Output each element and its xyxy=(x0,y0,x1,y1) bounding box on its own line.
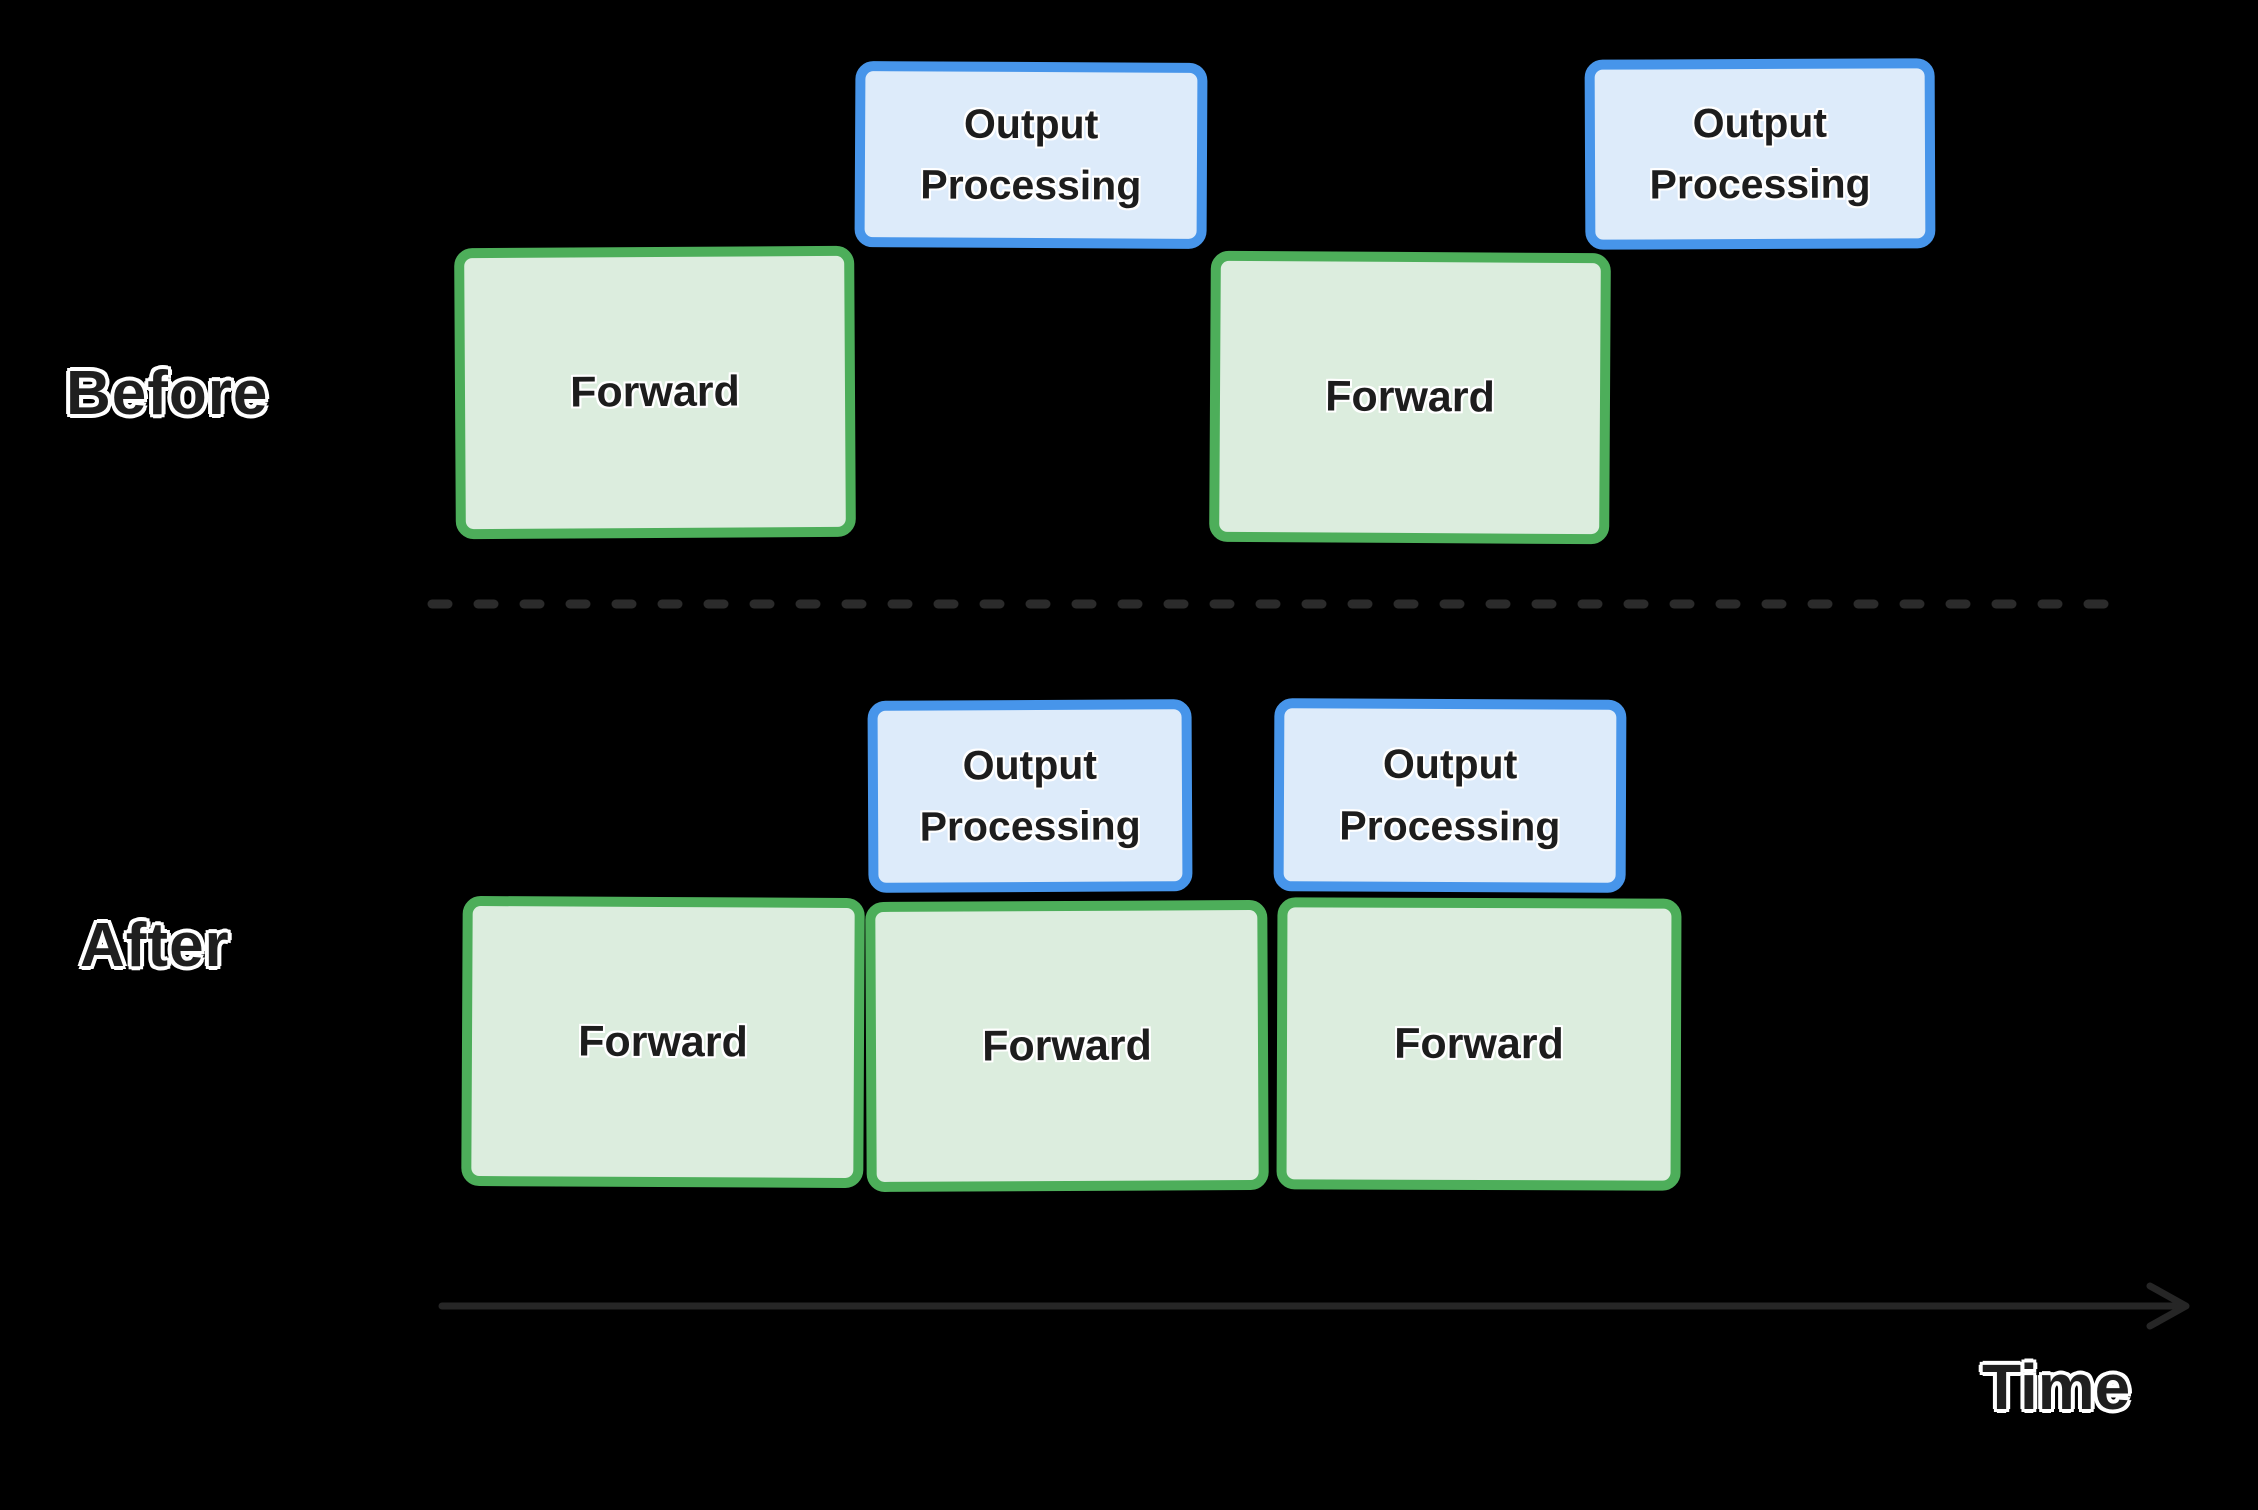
box-label: Output Processing xyxy=(1339,740,1561,849)
output-processing-box: Output Processing xyxy=(867,699,1193,893)
output-processing-box: Output Processing xyxy=(854,61,1208,249)
box-label: Output Processing xyxy=(920,100,1142,209)
section-divider-dashed-line xyxy=(425,597,2125,616)
time-axis-label: Time xyxy=(1982,1351,2131,1423)
output-processing-box: Output Processing xyxy=(1584,58,1936,250)
forward-box: Forward xyxy=(454,245,856,540)
box-label: Output Processing xyxy=(919,741,1141,850)
forward-box: Forward xyxy=(1209,250,1611,545)
box-label: Forward xyxy=(1394,1019,1564,1068)
before-section-label: Before xyxy=(66,359,269,428)
box-label: Output Processing xyxy=(1649,99,1871,208)
time-axis-arrow xyxy=(438,1281,2208,1336)
forward-box: Forward xyxy=(1276,897,1682,1191)
box-label: Forward xyxy=(1325,372,1495,422)
after-section-label: After xyxy=(80,911,230,980)
box-label: Forward xyxy=(578,1017,748,1066)
forward-box: Forward xyxy=(461,895,865,1189)
forward-box: Forward xyxy=(865,899,1269,1193)
output-processing-box: Output Processing xyxy=(1273,698,1627,893)
box-label: Forward xyxy=(982,1021,1152,1070)
box-label: Forward xyxy=(570,367,740,417)
